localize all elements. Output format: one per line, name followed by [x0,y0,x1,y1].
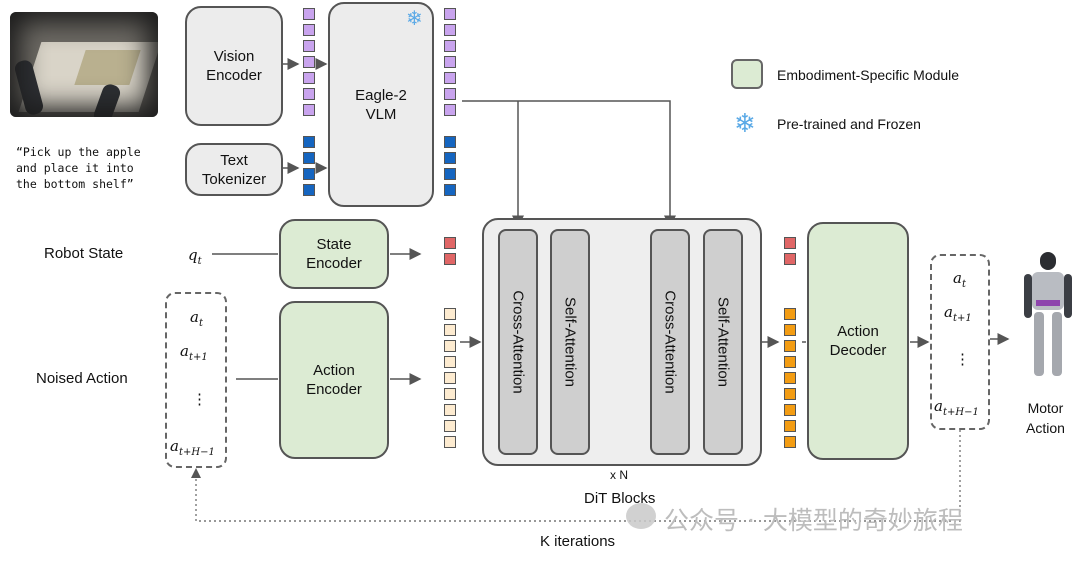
legend-frozen-label: Pre-trained and Frozen [777,116,921,132]
output-atH: at+H−1 [934,397,979,418]
snowflake-icon: ❄ [406,8,423,30]
k-iterations-label: K iterations [540,533,616,550]
motor-action-label: Motor Action [1026,400,1065,436]
vision-encoder: Vision Encoder [185,6,283,126]
output-dots: ⋮ [955,350,970,368]
watermark-text: 公众号 · 大模型的奇妙旅程 [664,506,963,535]
action-at1: at+1 [180,342,208,363]
action-encoder: Action Encoder [279,301,389,459]
humanoid-robot-image [1018,252,1076,380]
output-at1: at+1 [944,303,972,324]
legend-snowflake-icon: ❄ [734,108,756,138]
wechat-icon [626,503,656,529]
output-action-sequence [930,254,990,430]
legend-green-swatch [731,59,763,89]
eagle-vlm: Eagle-2 VLM [328,2,434,207]
legend-embodiment-label: Embodiment-Specific Module [777,67,960,83]
dit-block-self-attention-2: Self-Attention [703,229,743,455]
dit-caption: DiT Blocks [584,490,656,507]
robot-state-symbol: qt [188,246,202,267]
instruction-text: “Pick up the apple and place it into the… [16,145,141,191]
camera-image [10,12,158,117]
dit-block-cross-attention-1: Cross-Attention [498,229,538,455]
dit-repeat-label: x N [610,468,628,482]
action-dots: ⋮ [192,390,207,408]
noised-action-sequence [165,292,227,468]
action-at: at [190,308,203,329]
action-atH: at+H−1 [170,437,215,458]
output-at: at [953,269,966,290]
action-decoder: Action Decoder [807,222,909,460]
state-encoder: State Encoder [279,219,389,289]
robot-state-label: Robot State [44,245,124,262]
text-tokenizer: Text Tokenizer [185,143,283,196]
dit-block-self-attention-1: Self-Attention [550,229,590,455]
noised-action-label: Noised Action [36,370,128,387]
dit-block-cross-attention-2: Cross-Attention [650,229,690,455]
